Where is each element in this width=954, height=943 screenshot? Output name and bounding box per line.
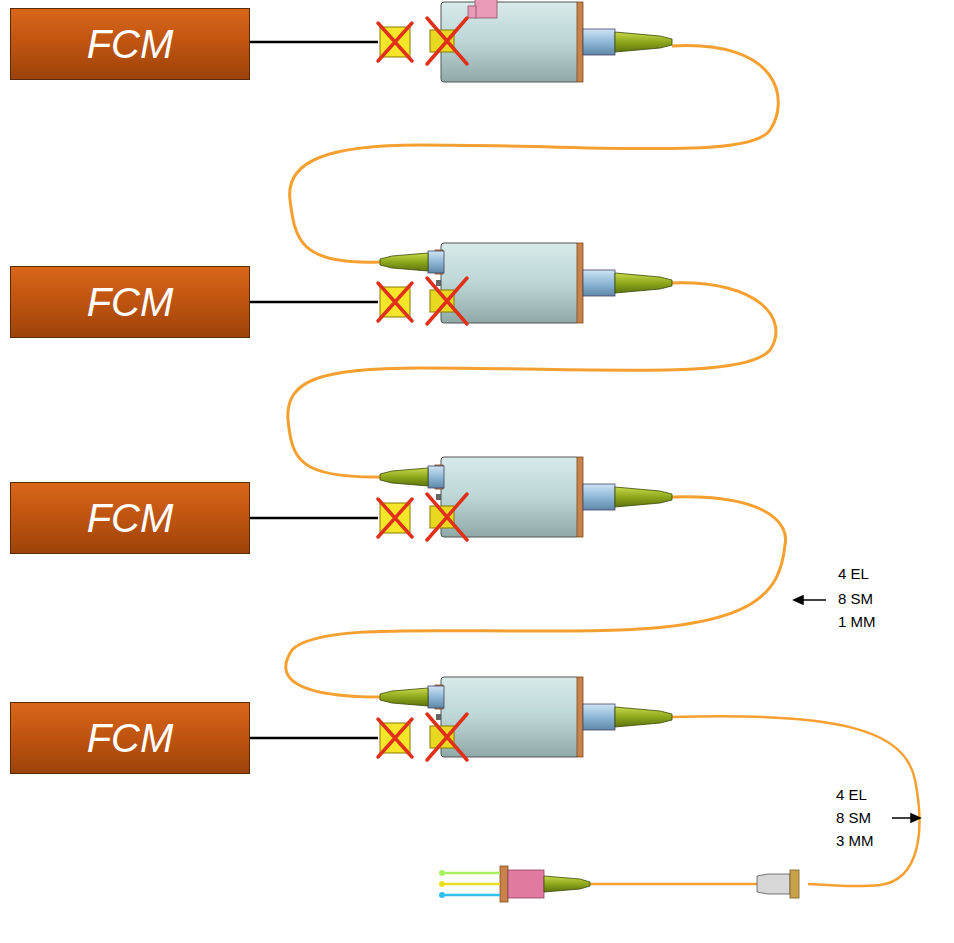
fcm-box: FCM bbox=[10, 702, 250, 774]
fcm-box: FCM bbox=[10, 482, 250, 554]
fiber-count-label: 1 MM bbox=[838, 613, 876, 631]
fiber-count-label: 8 SM bbox=[836, 809, 871, 827]
fiber-count-label: 8 SM bbox=[838, 590, 873, 608]
fcm-box: FCM bbox=[10, 8, 250, 80]
fcm-box: FCM bbox=[10, 266, 250, 338]
fiber-count-label: 3 MM bbox=[836, 832, 874, 850]
module-label: FCM bbox=[87, 716, 174, 761]
fiber-count-label: 4 EL bbox=[838, 565, 869, 583]
module-label: FCM bbox=[87, 280, 174, 325]
module-label: FCM bbox=[87, 22, 174, 67]
fiber-count-label: 4 EL bbox=[836, 786, 867, 804]
module-label: FCM bbox=[87, 496, 174, 541]
